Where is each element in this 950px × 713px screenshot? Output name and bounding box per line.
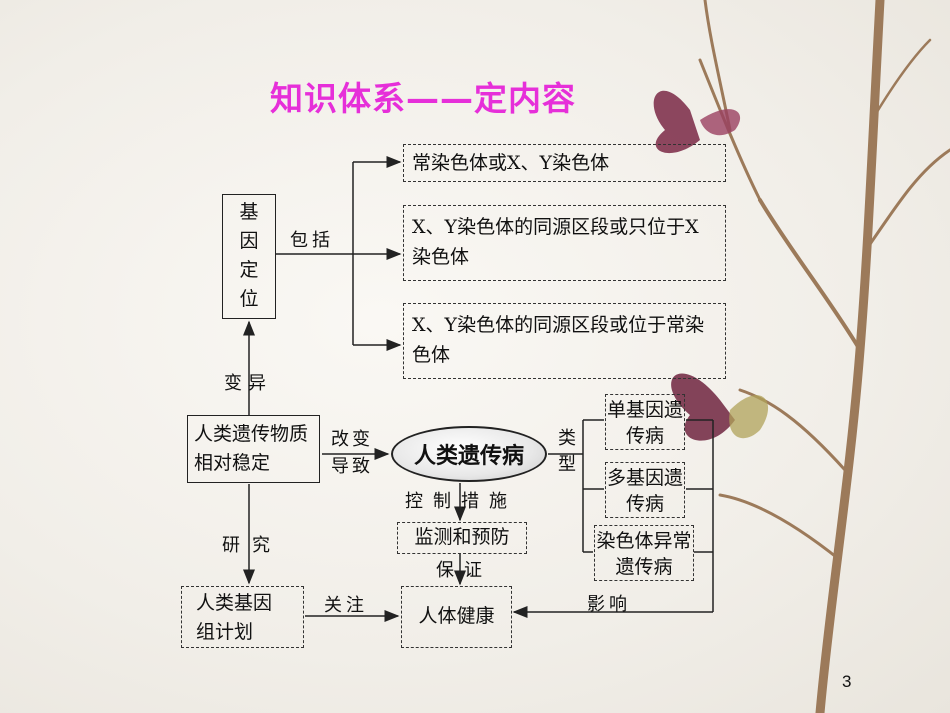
butterfly-top [653,90,741,154]
label-type: 类型 [558,428,576,475]
homologous-or-autosome-box: X、Y染色体的同源区段或位于常染色体 [403,303,726,379]
label-guarantee: 保证 [436,560,492,581]
page-number: 3 [842,672,852,691]
gene-location-box: 基 因 定 位 [222,194,276,319]
human-genome-project-box: 人类基因组计划 [181,586,304,648]
label-include: 包括 [290,230,334,251]
label-change-lead: 改变导致 [331,429,373,477]
label-influence: 影响 [587,594,631,615]
homologous-or-x-only-box: X、Y染色体的同源区段或只位于X染色体 [403,205,726,281]
butterfly-bottom [671,373,769,441]
autosome-or-xy-box: 常染色体或X、Y染色体 [403,144,726,182]
hereditary-material-box: 人类遗传物质相对稳定 [187,415,320,483]
monitor-prevent-box: 监测和预防 [397,522,527,554]
human-health-box: 人体健康 [401,586,512,648]
multi-gene-disease-box: 多基因遗传病 [605,462,685,518]
human-genetic-disease-node: 人类遗传病 [391,426,547,482]
label-variation: 变异 [224,373,272,394]
label-control-measure: 控制措施 [405,491,517,512]
single-gene-disease-box: 单基因遗传病 [605,394,685,450]
label-research: 研究 [222,535,282,556]
chromosome-abnormal-disease-box: 染色体异常遗传病 [594,525,694,581]
page-title: 知识体系——定内容 [270,79,576,118]
label-focus: 关注 [324,595,368,616]
